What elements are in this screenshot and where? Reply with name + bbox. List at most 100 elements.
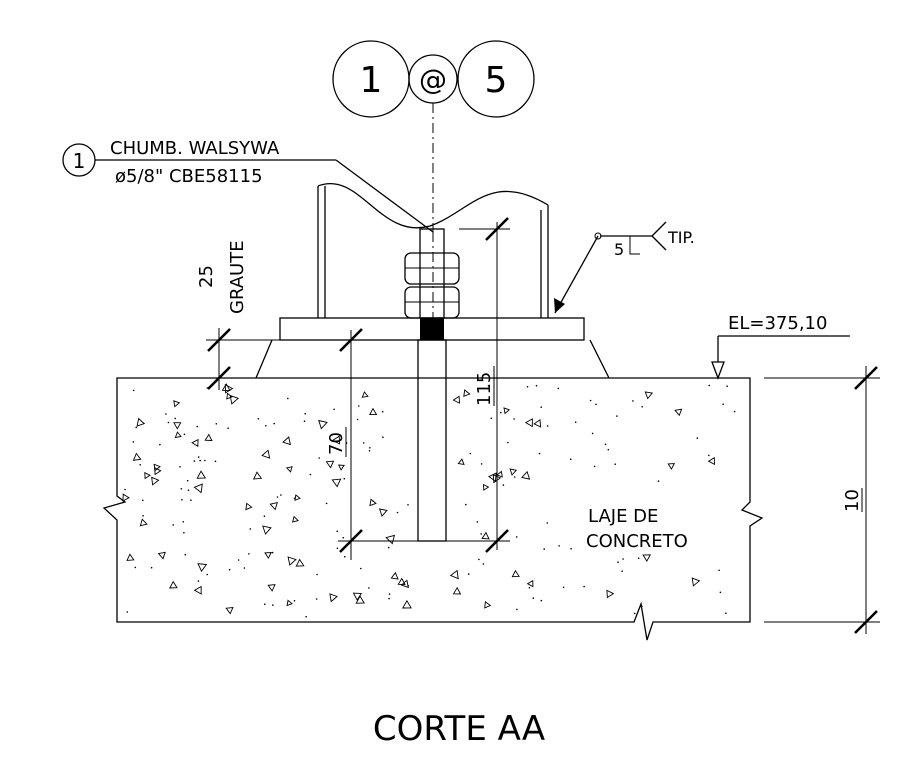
aggregate-stone: [481, 531, 490, 540]
aggregate-dot: [182, 521, 185, 523]
aggregate-dot: [388, 593, 391, 595]
aggregate-dot: [167, 421, 170, 424]
aggregate-dot: [607, 448, 610, 451]
aggregate-dot: [725, 612, 727, 614]
aggregate-dot: [190, 499, 192, 502]
aggregate-stone: [329, 593, 338, 603]
aggregate-dot: [574, 421, 577, 424]
aggregate-stone: [282, 436, 292, 446]
aggregate-dot: [593, 465, 596, 468]
aggregate-stone: [509, 468, 518, 476]
aggregate-stone: [524, 418, 533, 428]
weld-symbol: 5 TIP.: [554, 221, 695, 314]
aggregate-dot: [368, 450, 371, 452]
grout-dim-label: GRAUTE: [227, 240, 248, 314]
aggregate-stone: [197, 563, 208, 573]
aggregate-dot: [186, 479, 189, 482]
aggregate-dot: [215, 423, 218, 425]
aggregate-stone: [526, 579, 534, 588]
aggregate-dot: [304, 412, 307, 415]
aggregate-dot: [358, 405, 360, 407]
aggregate-stone: [318, 419, 328, 430]
aggregate-stone: [452, 395, 460, 404]
aggregate-dot: [180, 488, 183, 490]
aggregate-stone: [193, 585, 202, 595]
aggregate-stone: [368, 407, 378, 416]
aggregate-stone: [225, 606, 234, 615]
weld-size: 5: [614, 240, 624, 259]
aggregate-stone: [533, 418, 542, 428]
aggregate-dot: [562, 586, 565, 589]
callout-line2: ø5/8" CBE58115: [115, 166, 263, 187]
aggregate-stone: [261, 449, 271, 459]
aggregate-dot: [159, 443, 161, 446]
grid-axis-bubble: 1 @ 5: [332, 40, 535, 118]
aggregate-dot: [142, 515, 144, 517]
aggregate-dot: [540, 406, 542, 408]
aggregate-stone: [369, 498, 377, 507]
aggregate-dot: [280, 494, 282, 496]
dim-10-value: 10: [842, 489, 863, 512]
aggregate-dot: [356, 418, 359, 421]
aggregate-dot: [272, 604, 274, 606]
aggregate-dot: [718, 569, 720, 572]
aggregate-stone: [691, 577, 701, 587]
aggregate-dot: [708, 454, 710, 457]
aggregate-dot: [540, 599, 543, 602]
dimension-slab: 10: [764, 366, 880, 634]
aggregate-stone: [226, 392, 233, 400]
aggregate-dot: [513, 476, 516, 478]
aggregate-stone: [483, 483, 490, 491]
aggregate-stone: [151, 476, 160, 486]
aggregate-stone: [291, 515, 299, 523]
aggregate-dot: [622, 558, 624, 560]
aggregate-stone: [667, 463, 676, 470]
aggregate-dot: [528, 587, 531, 589]
aggregate-stone: [449, 569, 459, 580]
aggregate-stone: [139, 518, 148, 527]
aggregate-dot: [719, 591, 722, 594]
aggregate-stone: [286, 599, 293, 607]
aggregate-dot: [183, 433, 186, 436]
aggregate-stone: [267, 584, 276, 592]
aggregate-dot: [142, 499, 144, 502]
aggregate-stone: [378, 508, 388, 517]
aggregate-stone: [173, 422, 182, 430]
aggregate-dot: [726, 385, 728, 388]
aggregate-dot: [342, 536, 345, 539]
aggregate-dot: [135, 426, 137, 429]
aggregate-dot: [480, 533, 483, 535]
aggregate-dot: [733, 410, 736, 413]
aggregate-stone: [132, 452, 142, 461]
aggregate-dot: [502, 484, 505, 486]
aggregate-dot: [181, 499, 183, 501]
aggregate-dot: [165, 413, 167, 415]
aggregate-dot: [507, 441, 509, 444]
aggregate-dot: [616, 415, 618, 417]
aggregate-dot: [172, 524, 174, 526]
aggregate-dot: [228, 568, 231, 571]
aggregate-stone: [295, 558, 305, 567]
aggregate-dot: [273, 422, 276, 425]
aggregate-dot: [465, 503, 467, 506]
aggregate-dot: [641, 406, 643, 408]
aggregate-dot: [589, 399, 592, 402]
aggregate-dot: [526, 386, 529, 388]
anchor-bolt: [404, 228, 460, 542]
dimension-115: 115: [446, 217, 510, 553]
aggregate-dot: [382, 436, 384, 439]
aggregate-dot: [197, 456, 200, 458]
grid-label-left: 1: [360, 60, 383, 101]
aggregate-dot: [344, 555, 346, 558]
steel-column: [317, 183, 549, 318]
aggregate-dot: [722, 403, 724, 406]
aggregate-dot: [264, 603, 266, 605]
aggregate-stone: [193, 483, 203, 494]
aggregate-dot: [134, 566, 137, 569]
aggregate-dot: [126, 611, 129, 613]
aggregate-dot: [387, 546, 390, 549]
aggregate-dot: [187, 489, 190, 492]
weld-note: TIP.: [667, 228, 695, 247]
aggregate-dot: [570, 458, 572, 461]
aggregate-stone: [361, 391, 369, 398]
